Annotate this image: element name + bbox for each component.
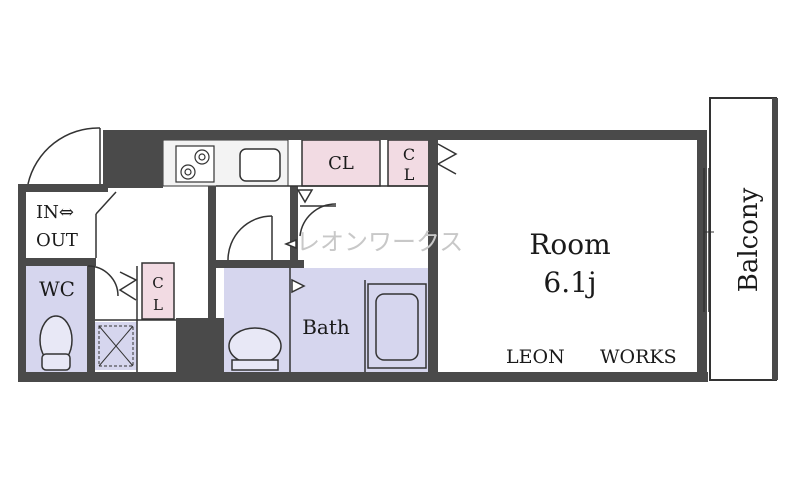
- footer-left: LEON: [506, 346, 565, 368]
- balcony-rail: [772, 98, 778, 380]
- closet-top-wide-label: CL: [328, 153, 354, 174]
- sink-icon: [239, 148, 281, 182]
- closet-top-wide: [301, 139, 381, 187]
- wc-label: WC: [39, 277, 75, 301]
- washer-pan-icon: [98, 325, 134, 367]
- thin-lines: [95, 185, 428, 372]
- balcony-label: Balcony: [734, 187, 764, 292]
- closet-small-l: L: [153, 296, 163, 314]
- room-size: 6.1j: [543, 266, 596, 299]
- room-label: Room: [529, 228, 610, 261]
- toilet-icon: [39, 315, 73, 371]
- closet-top-narrow-l: L: [404, 165, 415, 184]
- bath-label: Bath: [302, 315, 350, 339]
- gas-burner-icon: [175, 145, 215, 183]
- closet-small-c: C: [152, 274, 163, 292]
- bathtub-icon: [367, 283, 427, 369]
- entrance-in-label: IN⇔: [36, 202, 74, 223]
- walls: [18, 130, 708, 382]
- watermark: レオンワークス: [296, 228, 463, 256]
- entrance-out-label: OUT: [36, 230, 78, 251]
- closet-small: [141, 262, 175, 320]
- washbasin-icon: [228, 327, 282, 371]
- door-swing-icon: [27, 127, 458, 301]
- footer-right: WORKS: [600, 346, 677, 368]
- closet-top-narrow-c: C: [403, 145, 415, 164]
